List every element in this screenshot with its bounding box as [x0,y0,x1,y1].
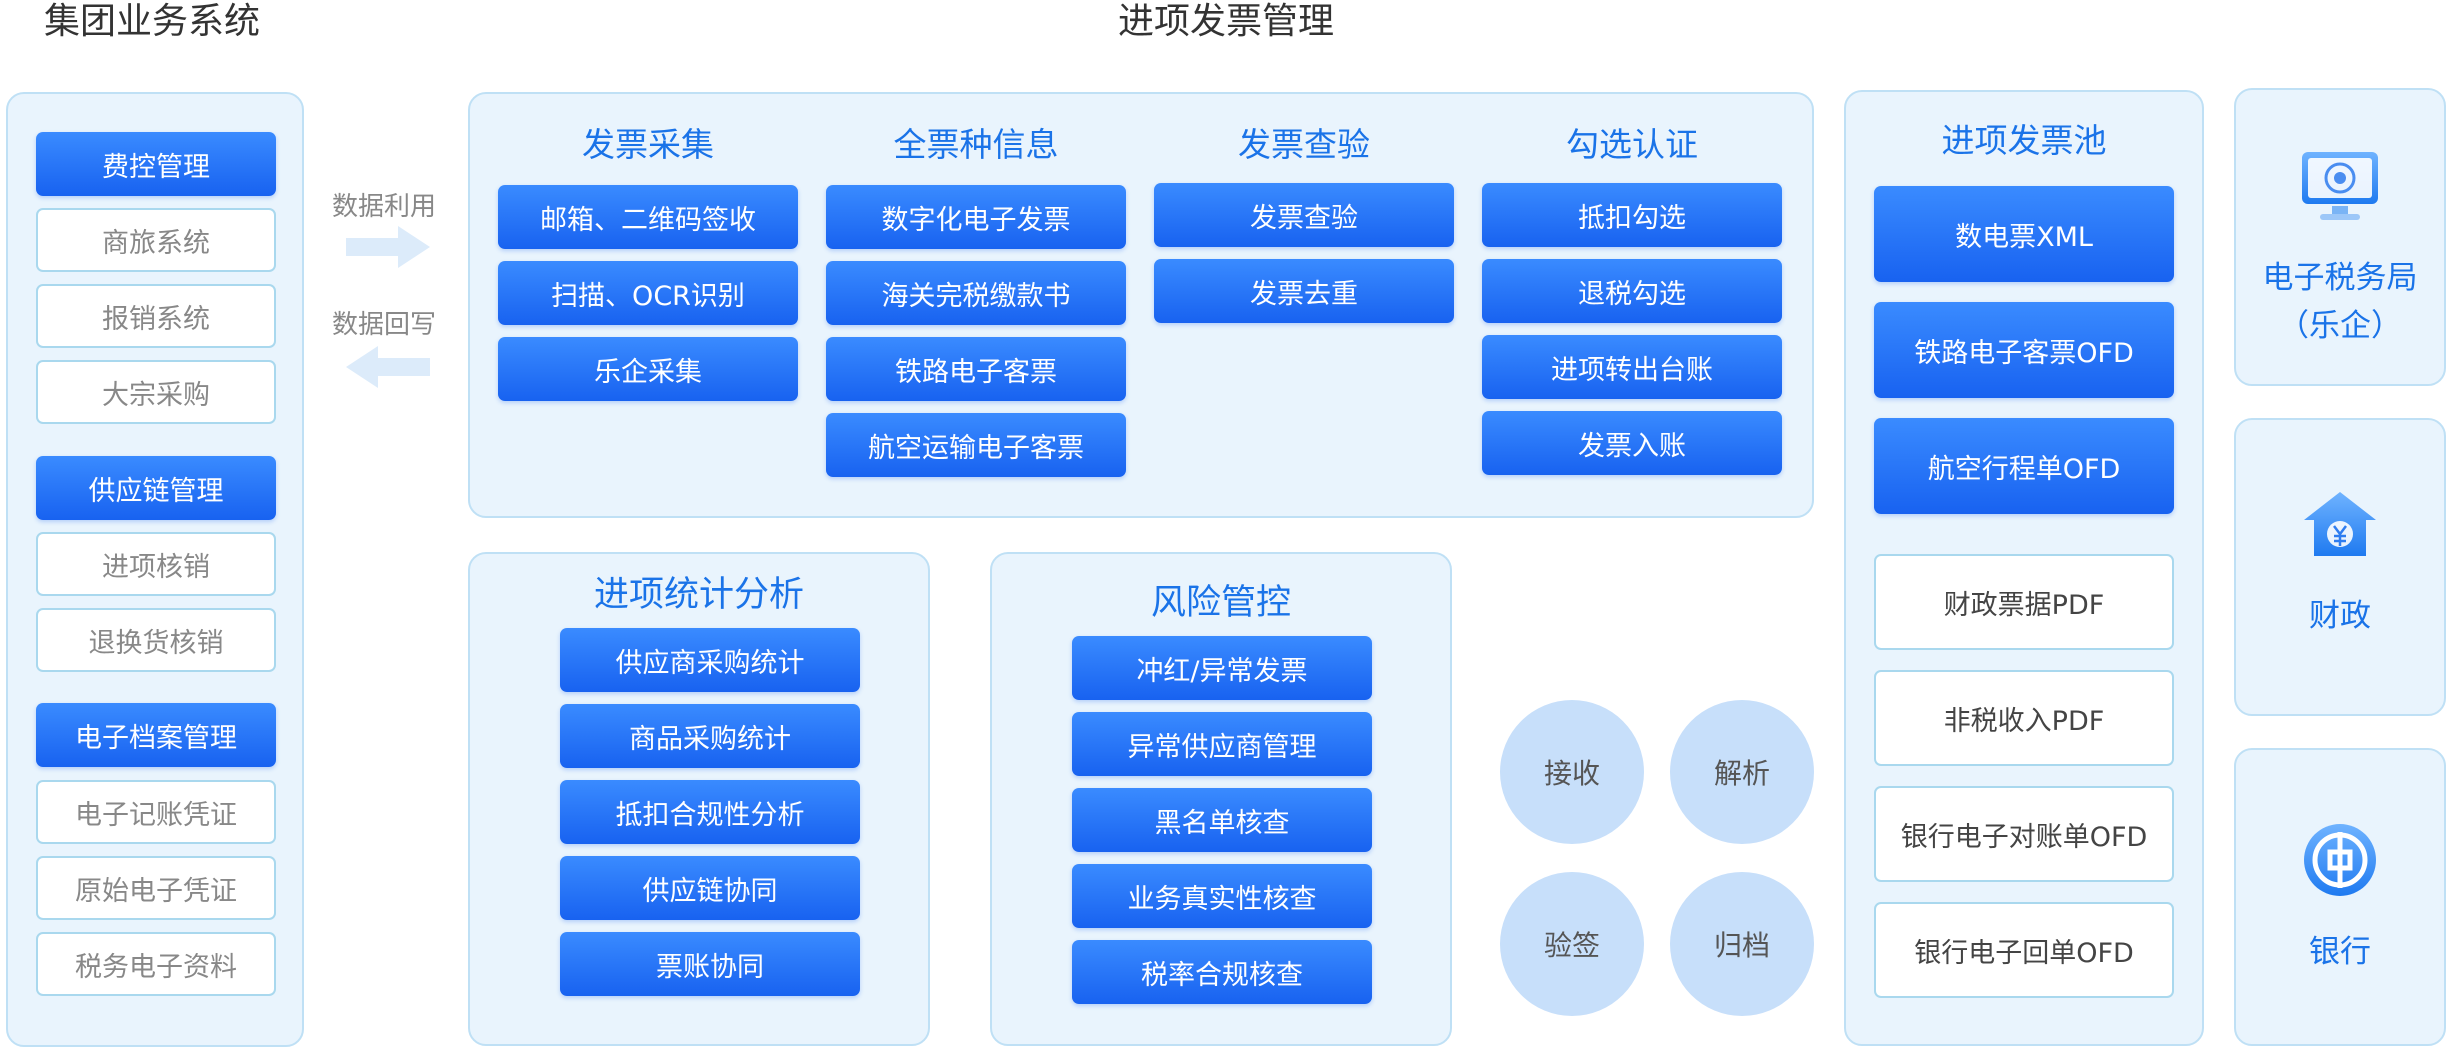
stats-supply-chain-collab[interactable]: 供应链协同 [560,856,860,920]
flow-label-writeback: 数据回写 [332,310,437,340]
risk-red-abnormal[interactable]: 冲红/异常发票 [1072,636,1372,700]
pool-finance-bill-pdf[interactable]: 财政票据PDF [1874,554,2174,650]
group-item-tax-materials[interactable]: 税务电子资料 [36,932,276,996]
pool-air-itinerary-ofd[interactable]: 航空行程单OFD [1874,418,2174,514]
ticket-customs-tax[interactable]: 海关完税缴款书 [826,261,1126,325]
tax-bureau-sub-label: （乐企） [2278,308,2402,344]
bank-coin-icon [2304,824,2376,896]
bank-label: 银行 [2309,934,2371,970]
group-header-expense[interactable]: 费控管理 [36,132,276,196]
collection-scan-ocr[interactable]: 扫描、OCR识别 [498,261,798,325]
group-item-return-writeoff[interactable]: 退换货核销 [36,608,276,672]
risk-abnormal-supplier[interactable]: 异常供应商管理 [1072,712,1372,776]
collection-leqi[interactable]: 乐企采集 [498,337,798,401]
pool-bank-receipt-ofd[interactable]: 银行电子回单OFD [1874,902,2174,998]
flow-label-use: 数据利用 [332,192,437,222]
risk-tax-rate[interactable]: 税率合规核查 [1072,940,1372,1004]
group-item-accounting-voucher[interactable]: 电子记账凭证 [36,780,276,844]
ticket-air-transport[interactable]: 航空运输电子客票 [826,413,1126,477]
circle-parse: 解析 [1670,700,1814,844]
pool-digital-xml[interactable]: 数电票XML [1874,186,2174,282]
section-title-ticket-types: 全票种信息 [893,125,1059,164]
ticket-digital-einvoice[interactable]: 数字化电子发票 [826,185,1126,249]
group-header-supply-chain[interactable]: 供应链管理 [36,456,276,520]
finance-label: 财政 [2309,598,2371,634]
external-finance [2234,418,2446,716]
group-item-bulk-purchase[interactable]: 大宗采购 [36,360,276,424]
pool-bank-statement-ofd[interactable]: 银行电子对账单OFD [1874,786,2174,882]
section-title-verification: 发票查验 [1238,125,1370,164]
arrow-right-icon [346,226,430,268]
section-title-pool: 进项发票池 [1941,121,2107,160]
verify-invoice[interactable]: 发票查验 [1154,183,1454,247]
group-item-travel[interactable]: 商旅系统 [36,208,276,272]
circle-sign-verify: 验签 [1500,872,1644,1016]
section-title-certification: 勾选认证 [1566,125,1698,164]
risk-authenticity[interactable]: 业务真实性核查 [1072,864,1372,928]
ticket-railway[interactable]: 铁路电子客票 [826,337,1126,401]
circle-archive: 归档 [1670,872,1814,1016]
house-yuan-icon [2304,492,2376,556]
cert-invoice-entry[interactable]: 发票入账 [1482,411,1782,475]
risk-blacklist[interactable]: 黑名单核查 [1072,788,1372,852]
section-title-collection: 发票采集 [582,125,714,164]
left-title: 集团业务系统 [44,1,261,42]
external-bank [2234,748,2446,1046]
arrow-left-icon [346,346,430,388]
stats-supplier-purchase[interactable]: 供应商采购统计 [560,628,860,692]
stats-deduction-compliance[interactable]: 抵扣合规性分析 [560,780,860,844]
tax-bureau-label: 电子税务局 [2262,260,2418,296]
collection-email-qr[interactable]: 邮箱、二维码签收 [498,185,798,249]
monitor-seal-icon [2302,152,2378,220]
pool-nontax-income-pdf[interactable]: 非税收入PDF [1874,670,2174,766]
cert-refund-select[interactable]: 退税勾选 [1482,259,1782,323]
stats-ticket-ledger-collab[interactable]: 票账协同 [560,932,860,996]
group-item-reimburse[interactable]: 报销系统 [36,284,276,348]
cert-transfer-ledger[interactable]: 进项转出台账 [1482,335,1782,399]
stats-goods-purchase[interactable]: 商品采购统计 [560,704,860,768]
verify-dedupe[interactable]: 发票去重 [1154,259,1454,323]
section-title-stats: 进项统计分析 [593,575,804,615]
circle-receive: 接收 [1500,700,1644,844]
pool-railway-ofd[interactable]: 铁路电子客票OFD [1874,302,2174,398]
external-tax-bureau [2234,88,2446,386]
main-title: 进项发票管理 [1118,1,1335,42]
group-item-input-writeoff[interactable]: 进项核销 [36,532,276,596]
cert-deduction-select[interactable]: 抵扣勾选 [1482,183,1782,247]
section-title-risk: 风险管控 [1150,583,1291,623]
group-header-archive[interactable]: 电子档案管理 [36,703,276,767]
group-item-original-voucher[interactable]: 原始电子凭证 [36,856,276,920]
